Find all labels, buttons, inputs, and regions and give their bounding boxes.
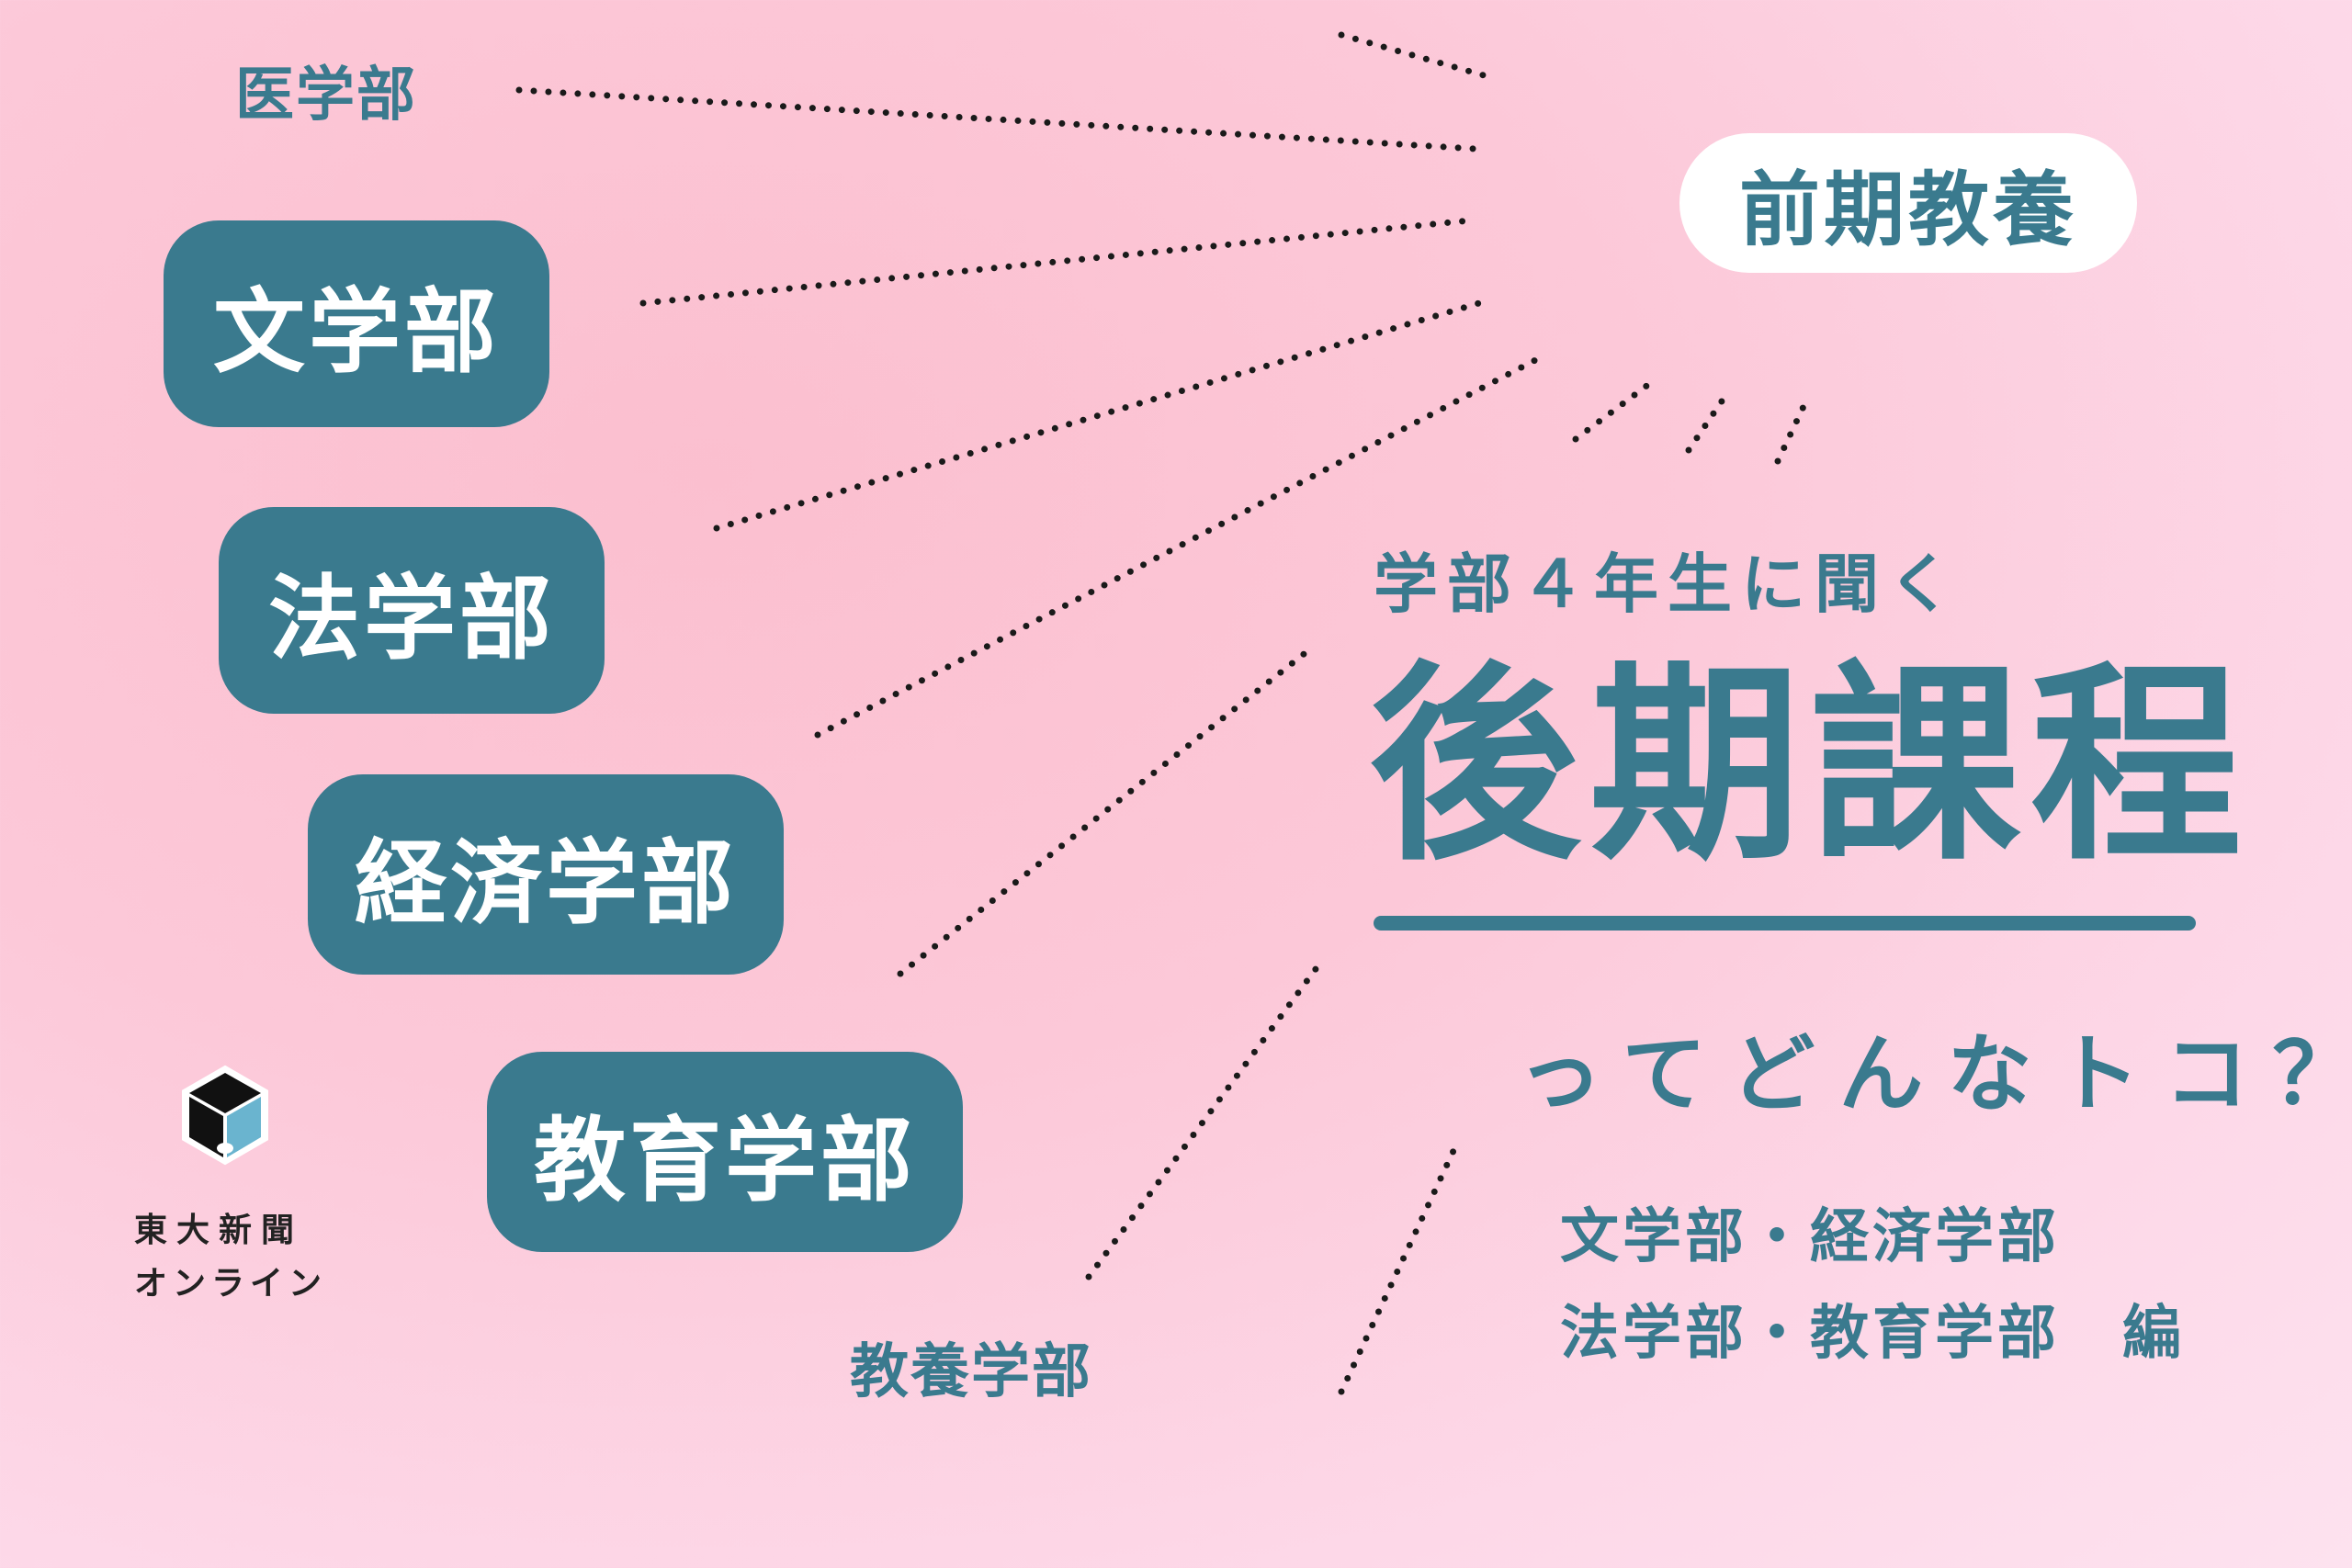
edition-line-1: 文学部・経済学部 (1560, 1203, 2060, 1271)
connector-line (1572, 380, 1653, 443)
headline-underline (1374, 916, 2196, 931)
connector-line (1685, 389, 1731, 454)
cube-logo-icon (182, 1065, 268, 1166)
label-igakubu: 医学部 (235, 62, 417, 130)
headline-question: ってどんなトコ？ (1518, 1025, 2352, 1123)
connector-line (1085, 965, 1319, 1280)
edition-line-2: 法学部・教育学部 編 (1560, 1300, 2185, 1368)
headline-title: 後期課程 (1369, 644, 2252, 889)
label-kyoyogakubu: 教養学部 (850, 1338, 1092, 1406)
pill-zenki-kyoyo: 前期教養 (1679, 133, 2137, 273)
connector-line (1774, 393, 1812, 465)
connector-line (1338, 31, 1487, 79)
pill-kyoikugakubu: 教育学部 (487, 1052, 963, 1252)
connector-line (515, 86, 1478, 152)
connector-line (814, 355, 1543, 739)
connector-line (897, 644, 1316, 977)
connector-line (713, 299, 1483, 532)
pill-hogakubu: 法学部 (219, 507, 605, 714)
connector-line (639, 217, 1474, 307)
logo-text-line-1: 東大新聞 (134, 1212, 304, 1249)
connector-line (1338, 1135, 1463, 1395)
logo-text-line-2: オンライン (134, 1265, 328, 1303)
headline-subtitle: 学部４年生に聞く (1374, 547, 1962, 622)
pill-keizaigakubu: 経済学部 (308, 774, 784, 975)
pill-bungakubu: 文学部 (164, 220, 549, 427)
